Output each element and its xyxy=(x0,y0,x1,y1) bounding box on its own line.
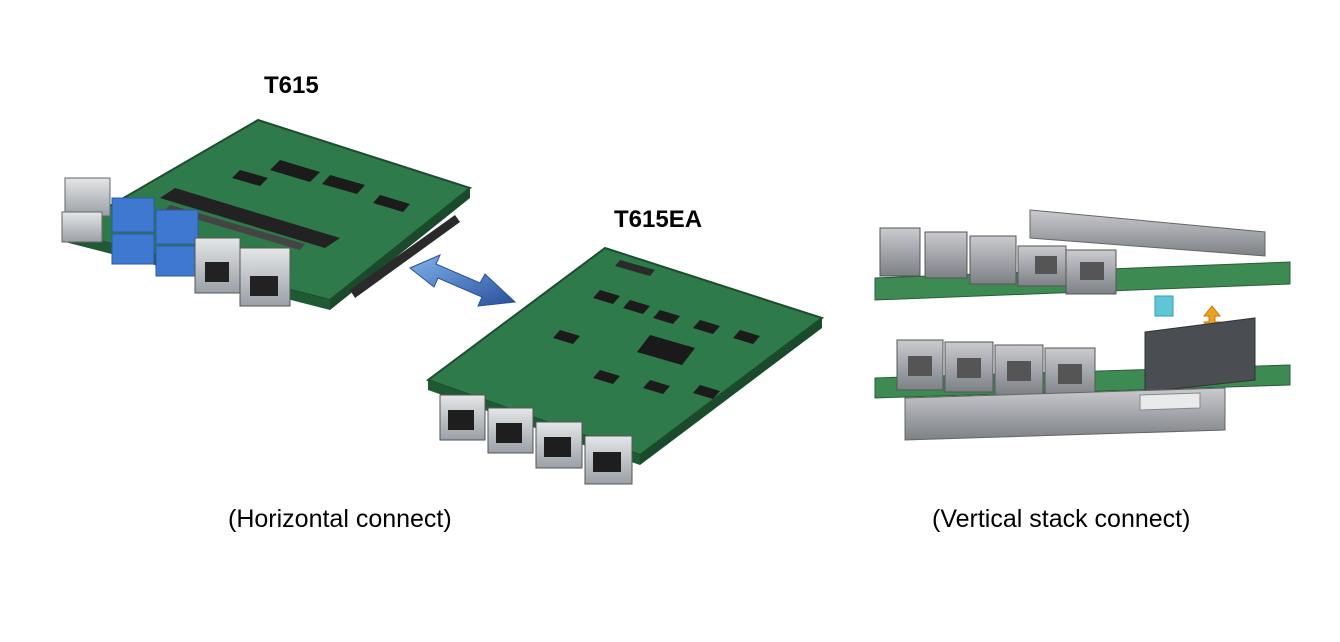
caption-horizontal-connect: (Horizontal connect) xyxy=(228,505,452,533)
horizontal-connect-arrow-icon xyxy=(409,254,517,307)
board-t615-image xyxy=(61,118,473,310)
board-label-t615ea: T615EA xyxy=(614,206,703,233)
caption-vertical-stack-connect: (Vertical stack connect) xyxy=(932,505,1191,533)
vertical-stack-image xyxy=(874,209,1291,441)
board-label-t615: T615 xyxy=(264,72,319,99)
board-t615ea-image xyxy=(425,246,825,485)
